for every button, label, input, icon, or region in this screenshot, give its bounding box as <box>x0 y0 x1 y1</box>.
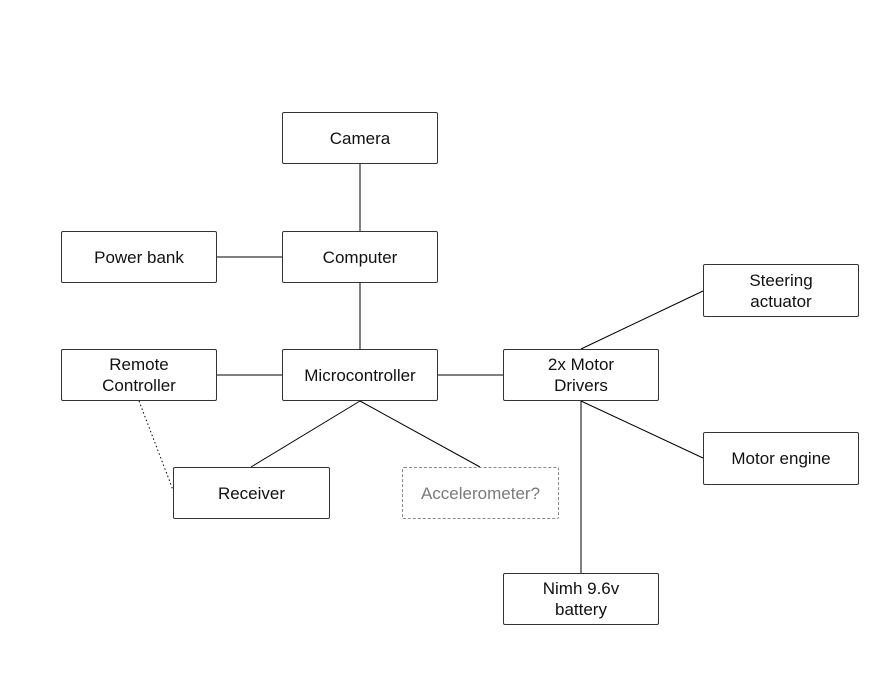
battery-node: Nimh 9.6v battery <box>503 573 659 625</box>
receiver-node: Receiver <box>173 467 330 519</box>
edge-microcontroller-accelerometer <box>359 400 481 468</box>
edge-microcontroller-receiver <box>250 400 361 468</box>
motor-drivers-label: 2x Motor Drivers <box>547 355 615 395</box>
computer-node: Computer <box>282 231 438 283</box>
steering-actuator-node: Steering actuator <box>703 264 859 317</box>
motor-drivers-node: 2x Motor Drivers <box>503 349 659 401</box>
receiver-label: Receiver <box>217 483 286 503</box>
microcontroller-node: Microcontroller <box>282 349 438 401</box>
camera-label: Camera <box>329 128 391 148</box>
motor-engine-node: Motor engine <box>703 432 859 485</box>
accelerometer-node: Accelerometer? <box>402 467 559 519</box>
accelerometer-label: Accelerometer? <box>420 483 541 503</box>
steering-actuator-label: Steering actuator <box>749 270 813 311</box>
power-bank-node: Power bank <box>61 231 217 283</box>
edge-motordrivers-steering <box>580 290 704 350</box>
battery-label: Nimh 9.6v battery <box>542 579 620 619</box>
power-bank-label: Power bank <box>94 247 184 267</box>
camera-node: Camera <box>282 112 438 164</box>
edge-remote-receiver-dotted <box>138 400 174 491</box>
remote-controller-label: Remote Controller <box>102 355 176 395</box>
computer-label: Computer <box>322 247 398 267</box>
remote-controller-node: Remote Controller <box>61 349 217 401</box>
motor-engine-label: Motor engine <box>731 449 831 468</box>
microcontroller-label: Microcontroller <box>304 365 416 385</box>
edge-motordrivers-engine <box>580 400 704 459</box>
